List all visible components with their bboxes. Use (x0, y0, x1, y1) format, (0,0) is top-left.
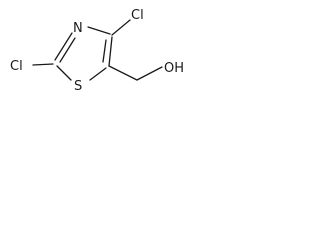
bond-c2-cl (32, 63, 54, 66)
molecule-structure: N S Cl Cl OH (10, 8, 184, 94)
atom-label-cl-left: Cl (10, 59, 23, 74)
bond-s1-c2 (56, 65, 72, 81)
bond-c4-c5-double (102, 39, 107, 63)
atom-label-oh: OH (164, 61, 184, 76)
bond-c4-c5 (108, 36, 113, 67)
atom-label-s: S (74, 79, 82, 94)
bond-c5-ch2 (108, 65, 138, 81)
bond-c2-n3-double (59, 37, 76, 63)
bond-c2-n3 (54, 32, 73, 61)
bond-ch2-oh (136, 66, 163, 81)
bond-c4-cl (111, 19, 131, 36)
bond-n3-c4 (87, 26, 111, 35)
atom-label-n: N (73, 21, 83, 36)
atom-label-cl-right: Cl (131, 8, 144, 23)
bond-c5-s1 (89, 67, 107, 81)
